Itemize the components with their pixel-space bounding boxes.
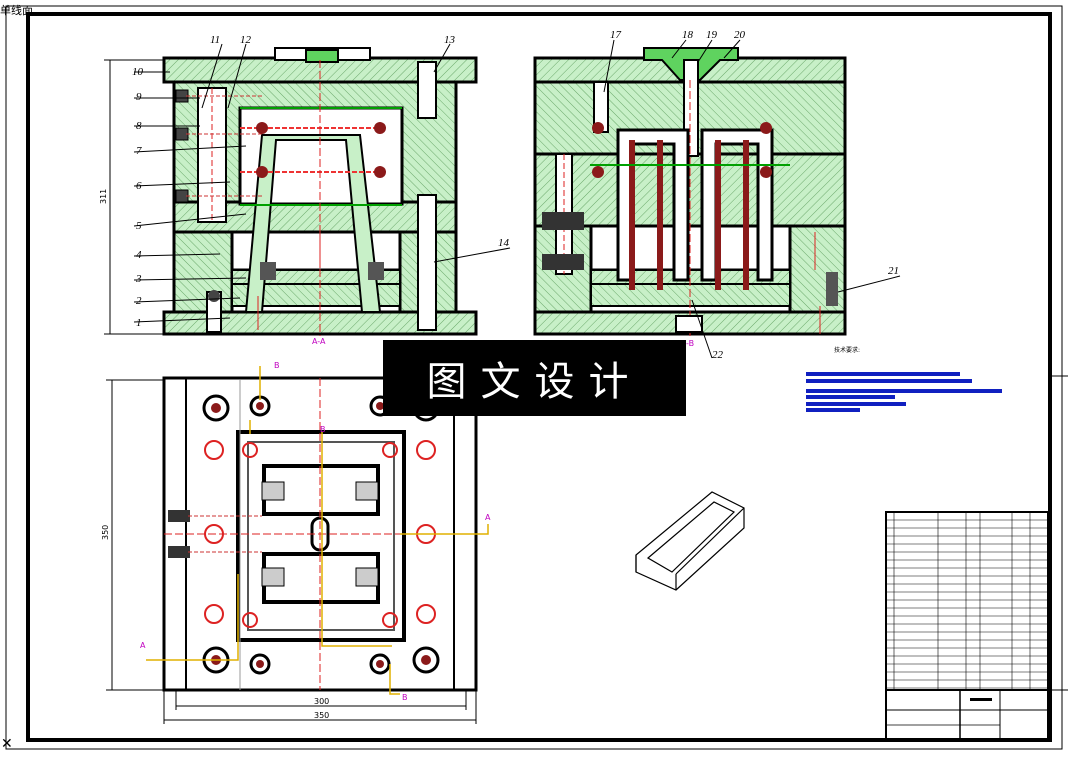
part-3d-sketch (635, 491, 745, 591)
corner-mark: ✕ (1, 736, 13, 752)
marker-a-left: A (140, 641, 146, 650)
marker-b-bottom: B (402, 693, 408, 702)
part-num-10: 10 (132, 66, 144, 78)
dimension-lines (104, 59, 477, 724)
dim-350-horizontal: 350 (314, 711, 329, 720)
inner-frame (26, 12, 1052, 742)
part-num-6: 6 (136, 180, 142, 192)
tech-requirements-title: 技术要求: (834, 346, 860, 354)
part-num-21: 21 (888, 265, 899, 277)
part-num-2: 2 (136, 295, 142, 307)
dim-311: 311 (99, 189, 108, 204)
section-label-bb: -B (686, 339, 694, 348)
sheet-label: 单线面 (0, 4, 33, 17)
part-num-5: 5 (136, 220, 142, 232)
part-num-20: 20 (734, 29, 746, 41)
part-num-11: 11 (210, 34, 220, 46)
tech-requirements-lines (806, 372, 1002, 412)
left-section-view (162, 47, 478, 336)
part-num-4: 4 (136, 249, 142, 261)
part-num-3: 3 (135, 273, 142, 285)
part-num-19: 19 (706, 29, 718, 41)
marker-b-center: B (320, 425, 326, 434)
marker-b-top: B (274, 361, 280, 370)
part-num-9: 9 (136, 91, 142, 103)
section-label-aa: A-A (312, 337, 326, 346)
part-num-7: 7 (136, 145, 142, 157)
part-num-12: 12 (240, 34, 252, 46)
dim-300: 300 (314, 697, 329, 706)
leader-lines (133, 39, 901, 359)
part-num-8: 8 (136, 120, 142, 132)
right-section-view (533, 47, 847, 336)
title-block (885, 375, 1068, 741)
marker-a-right: A (485, 513, 491, 522)
part-num-14: 14 (498, 237, 510, 249)
watermark: 图文设计 (383, 340, 686, 416)
part-num-13: 13 (444, 34, 456, 46)
plan-view (146, 366, 489, 695)
dim-350-vertical: 350 (101, 525, 110, 540)
outer-frame (5, 5, 1063, 750)
part-num-18: 18 (682, 29, 694, 41)
part-num-17: 17 (610, 29, 622, 41)
part-num-1: 1 (136, 317, 142, 329)
part-num-22: 22 (712, 349, 724, 361)
